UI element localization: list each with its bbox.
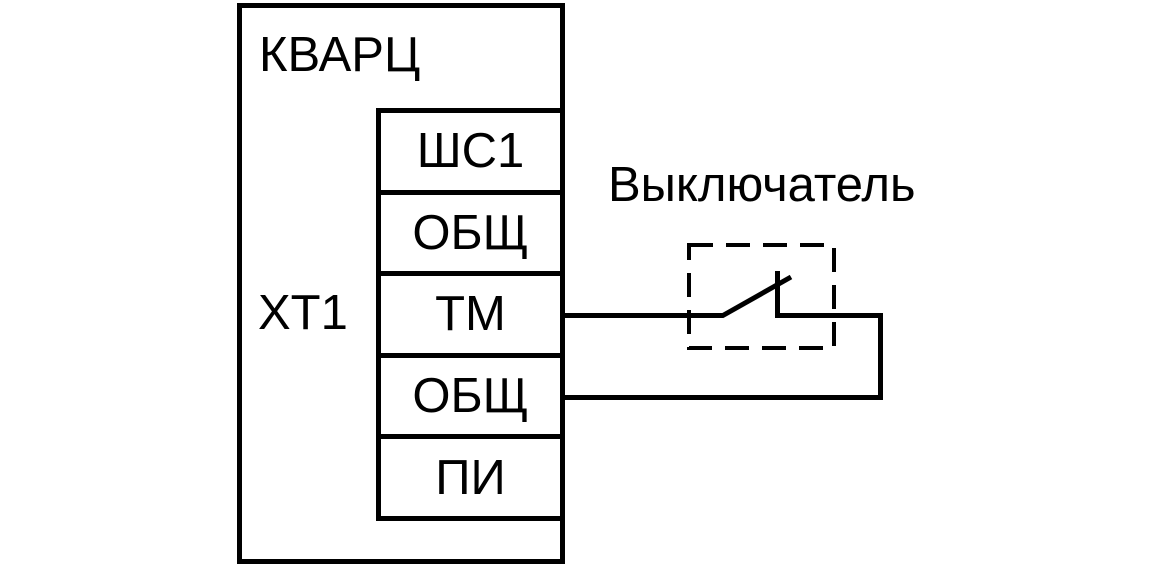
device-label: КВАРЦ	[259, 28, 421, 82]
terminal-block: ШС1 ОБЩ ТМ ОБЩ ПИ	[376, 108, 565, 521]
terminal-label-shs1: ШС1	[416, 124, 525, 179]
terminal-label-obsh-upper: ОБЩ	[412, 205, 529, 260]
switch-blade	[720, 274, 793, 319]
terminal-label-tm: ТМ	[435, 287, 506, 342]
terminal-row-tm: ТМ	[381, 271, 560, 353]
connector-label: ХТ1	[258, 286, 348, 340]
terminal-label-pi: ПИ	[435, 450, 506, 505]
terminal-label-obsh-lower: ОБЩ	[412, 369, 529, 424]
terminal-row-shs1: ШС1	[381, 113, 560, 190]
terminal-row-pi: ПИ	[381, 434, 560, 516]
switch-label: Выключатель	[608, 158, 916, 212]
wire-switch-to-obsh	[560, 313, 883, 400]
terminal-row-obsh-upper: ОБЩ	[381, 189, 560, 272]
switch-enclosure-dashed-box	[687, 243, 836, 350]
terminal-row-obsh-lower: ОБЩ	[381, 352, 560, 435]
